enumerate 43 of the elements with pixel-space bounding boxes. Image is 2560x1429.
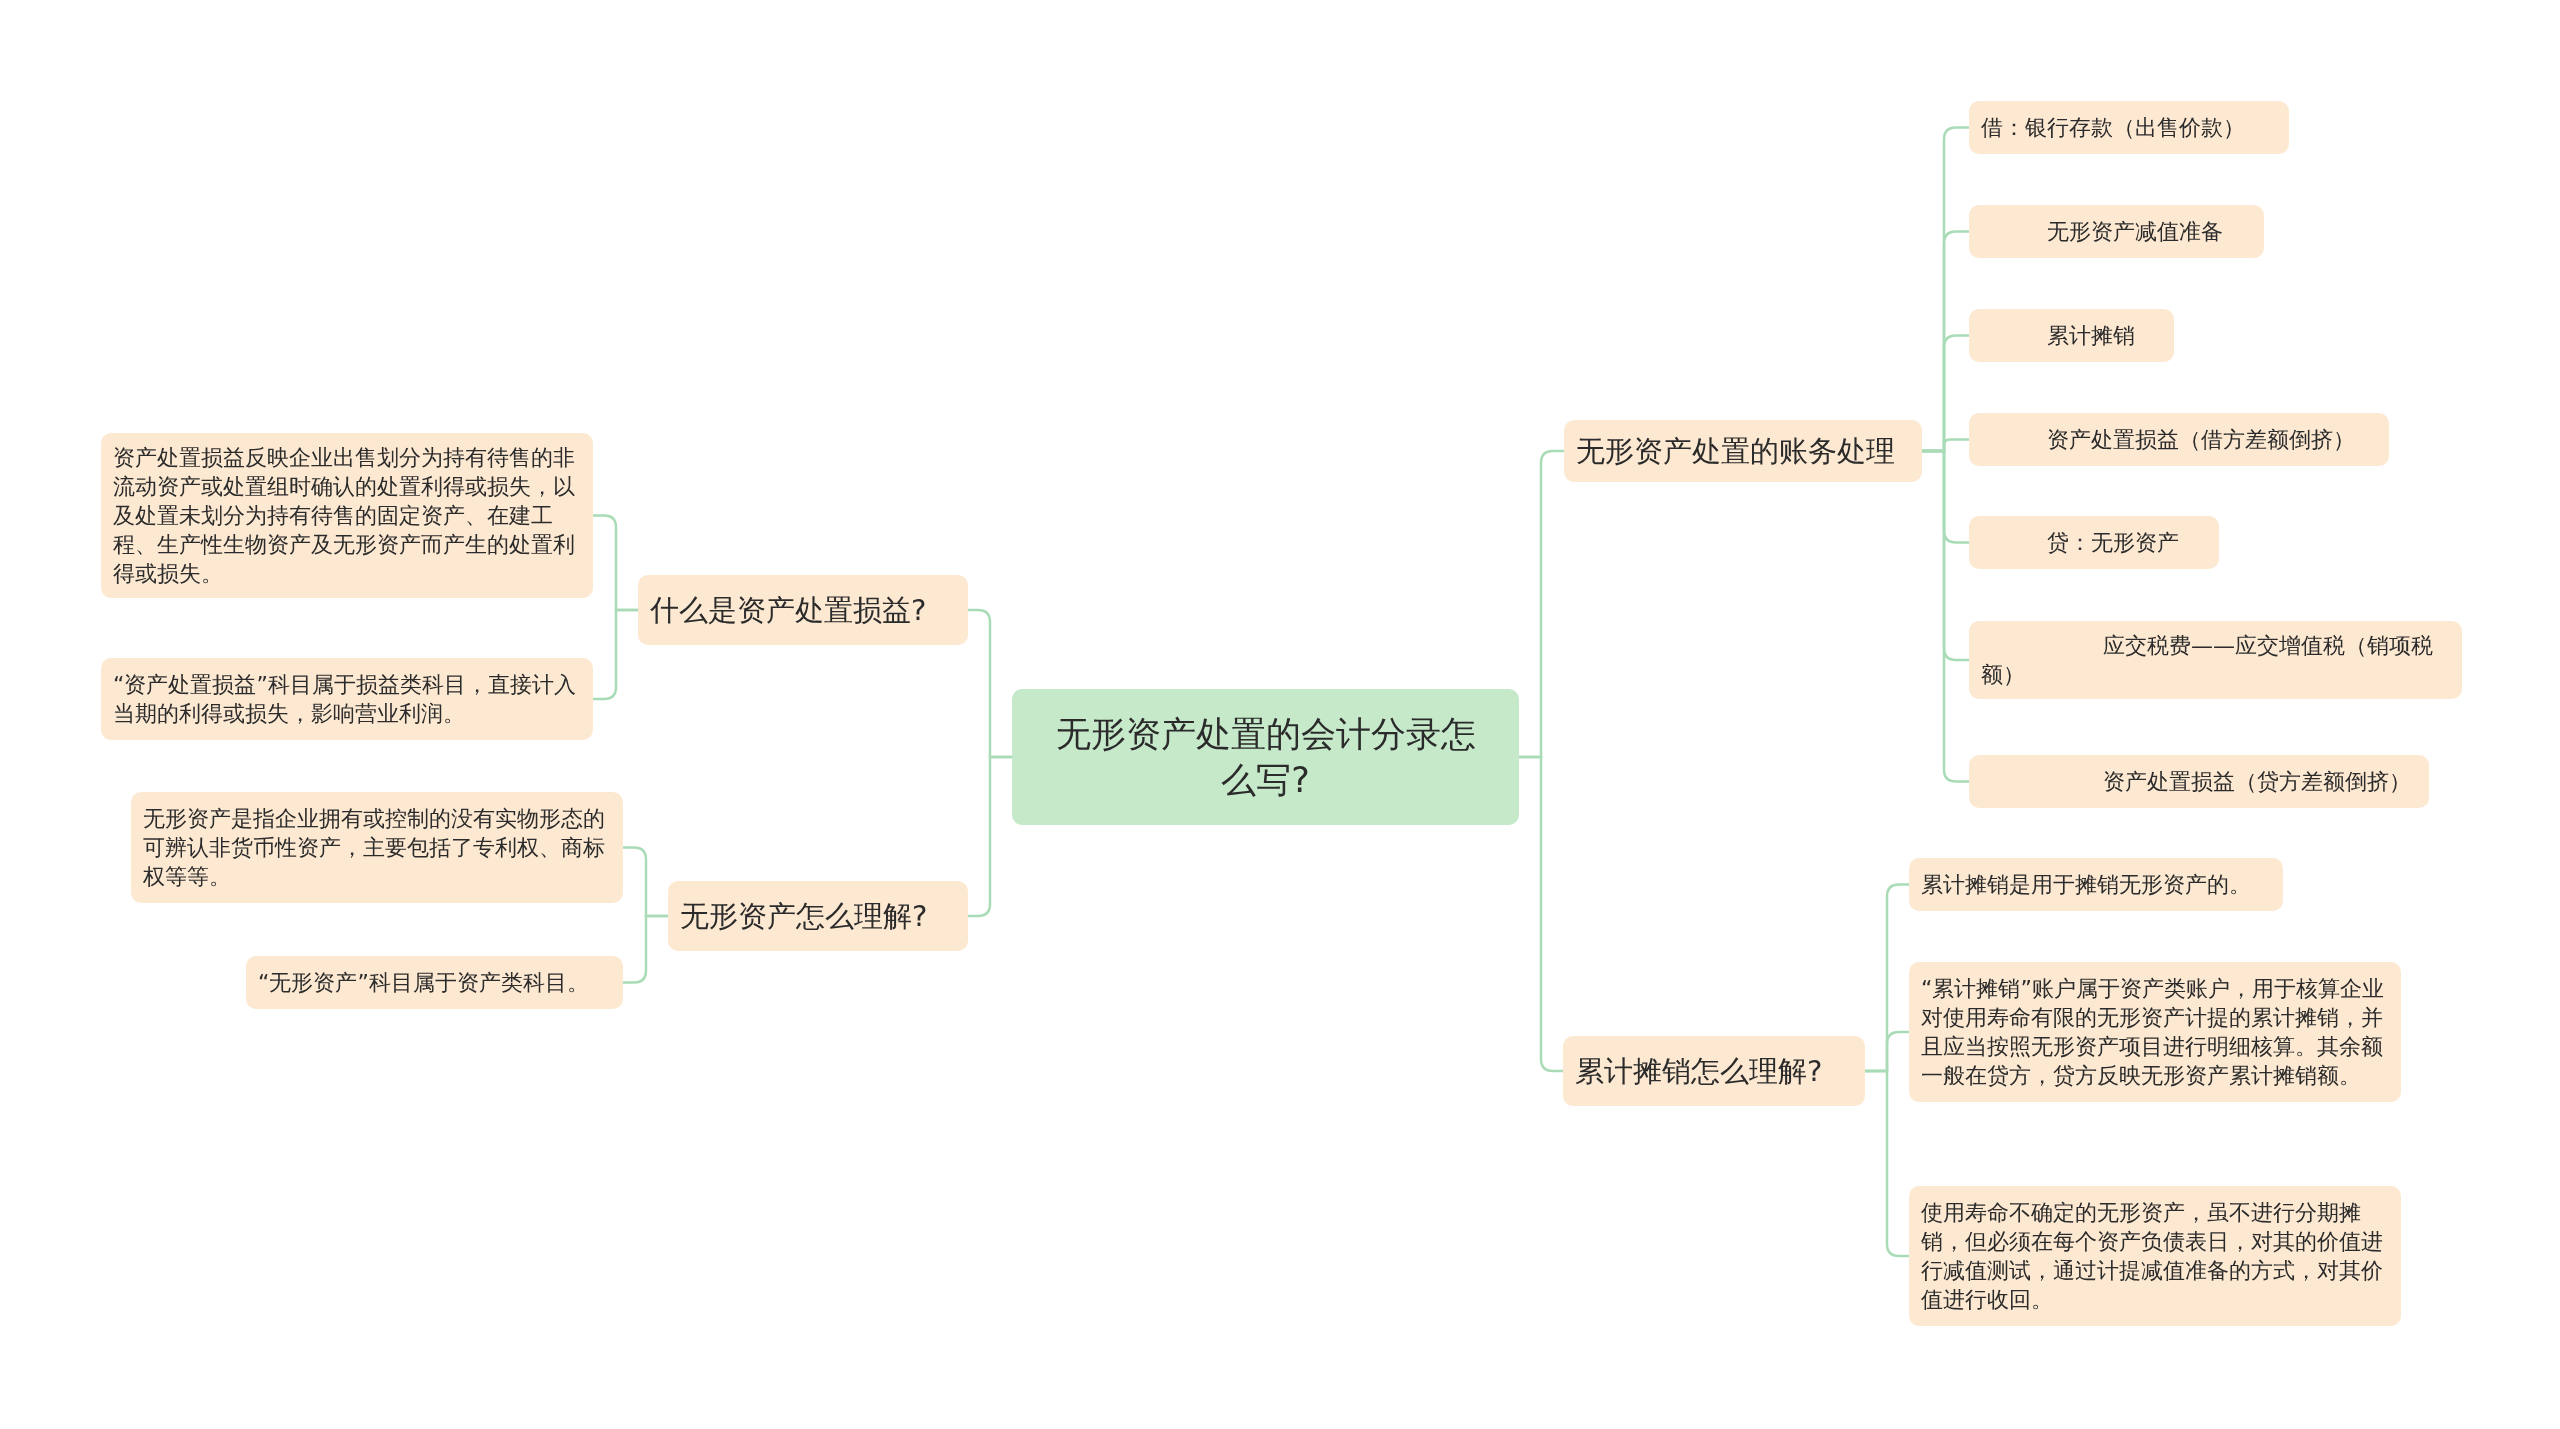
subtopic-box — [246, 956, 623, 1010]
subtopic-box — [101, 433, 593, 599]
topic-box — [1564, 420, 1922, 483]
topic-box — [1563, 1036, 1865, 1107]
topic-text: “无形资产”科目属于资产类科目。 — [258, 969, 589, 997]
topic-box — [668, 881, 968, 952]
topic-text: 累计摊销 — [2046, 322, 2135, 350]
topic-text: 应交税费——应交增值税（销项税额） — [1981, 632, 2434, 690]
connector — [1519, 755, 1563, 1073]
subtopic-box — [1969, 413, 2389, 467]
connector — [593, 608, 638, 701]
subtopic-box — [1969, 205, 2264, 259]
topic-text: 什么是资产处置损益? — [650, 592, 927, 629]
subtopic-box — [1909, 962, 2401, 1103]
subtopic-box — [1969, 309, 2174, 363]
topic-text: 无形资产是指企业拥有或控制的没有实物形态的可辨认非货币性资产，主要包括了专利权、商标权等等。 — [143, 805, 606, 892]
topic-text: “累计摊销”账户属于资产类账户，用于核算企业对使用寿命有限的无形资产计提的累计摊销，并且应当按照无形资产项目进行明细核算。其余额一般在贷方，贷方反映无形资产累计摊销额。 — [1921, 975, 2385, 1091]
topic-text: 贷：无形资产 — [2046, 529, 2179, 557]
topic-text: “资产处置损益”科目属于损益类科目，直接计入当期的利得或损失，影响营业利润。 — [113, 671, 577, 729]
connector — [1865, 1069, 1909, 1258]
subtopic-box — [1969, 516, 2219, 570]
subtopic-box — [1969, 101, 2289, 155]
subtopic-box — [1909, 1186, 2401, 1327]
topic-box — [638, 575, 968, 646]
topic-text: 累计摊销是用于摊销无形资产的。 — [1921, 871, 2251, 899]
connector — [968, 755, 1012, 918]
subtopic-box — [1909, 858, 2283, 912]
topic-text: 无形资产处置的会计分录怎么写? — [1054, 713, 1477, 803]
subtopic-box — [1969, 755, 2429, 809]
central-topic — [1012, 689, 1519, 826]
topic-text: 无形资产处置的账务处理 — [1576, 433, 1895, 470]
connector — [623, 914, 668, 984]
topic-text: 无形资产减值准备 — [2046, 218, 2223, 246]
topic-text: 资产处置损益反映企业出售划分为持有待售的非流动资产或处置组时确认的处置利得或损失，以及处置未划分为持有待售的固定资产、在建工程、生产性生物资产及无形资产而产生的处置利得或损失。 — [113, 444, 576, 589]
topic-text: 累计摊销怎么理解? — [1575, 1053, 1823, 1090]
topic-text: 资产处置损益（借方差额倒挤） — [2046, 426, 2355, 454]
subtopic-box — [1969, 621, 2462, 700]
topic-text: 资产处置损益（贷方差额倒挤） — [2102, 768, 2411, 796]
topic-text: 借：银行存款（出售价款） — [1981, 114, 2245, 142]
subtopic-box — [131, 792, 623, 904]
topic-text: 无形资产怎么理解? — [680, 898, 928, 935]
topic-text: 使用寿命不确定的无形资产，虽不进行分期摊销，但必须在每个资产负债表日，对其的价值进行减值测试，通过计提减值准备的方式，对其价值进行收回。 — [1921, 1199, 2384, 1315]
subtopic-box — [101, 658, 593, 741]
